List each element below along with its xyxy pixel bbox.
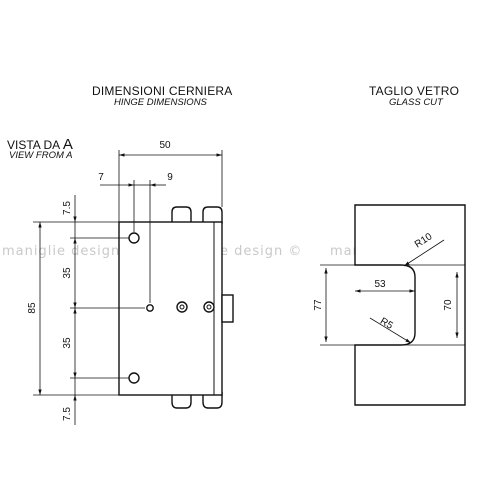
hinge-tab-bottom-left [171,392,192,409]
view-label-letter: A [62,136,73,153]
dim-bottom-margin-label: 7.5 [62,407,73,421]
dim-spacing-upper-label: 35 [62,267,73,279]
glass-subtitle: GLASS CUT [389,97,443,108]
dim-width-label: 50 [159,140,171,151]
hinge-screw-left [176,301,188,313]
dim-line-radius-large [403,239,445,267]
hinge-title: DIMENSIONI CERNIERA [92,84,233,98]
hinge-tab-top-left [171,206,192,224]
hinge-body [118,221,223,396]
dim-line-radius-small [369,317,412,344]
hinge-dimensions [33,150,223,425]
view-sublabel: VIEW FROM A [9,150,73,161]
hinge-screw-left-core [179,304,185,310]
hinge-tab-top-right [202,206,223,224]
dim-top-margin-label: 7.5 [62,201,73,215]
hinge-hole-center [146,304,154,312]
watermark-text: maniglie design © [2,244,139,259]
hinge-subtitle: HINGE DIMENSIONS [114,97,207,108]
hinge-screw-right [203,301,215,313]
hinge-drawing [118,206,234,409]
dim-offset-left-label: 7 [98,172,104,183]
dim-depth-label: 53 [374,279,386,290]
hinge-tab-bottom-right [202,392,223,409]
dim-offset-right-label: 9 [167,172,173,183]
dim-inner-height-label: 70 [443,299,454,311]
dim-outer-height-label: 77 [313,299,324,311]
glass-dimensions [320,239,465,346]
hinge-latch [221,294,234,323]
hinge-screw-right-core [206,304,212,310]
view-label: VISTA DA A [7,136,73,153]
dim-spacing-lower-label: 35 [62,337,73,349]
glass-title: TAGLIO VETRO [369,84,460,98]
dim-radius-small-label: R5 [378,316,395,332]
view-label-prefix: VISTA DA [7,138,63,152]
dim-total-height-label: 85 [27,302,38,314]
